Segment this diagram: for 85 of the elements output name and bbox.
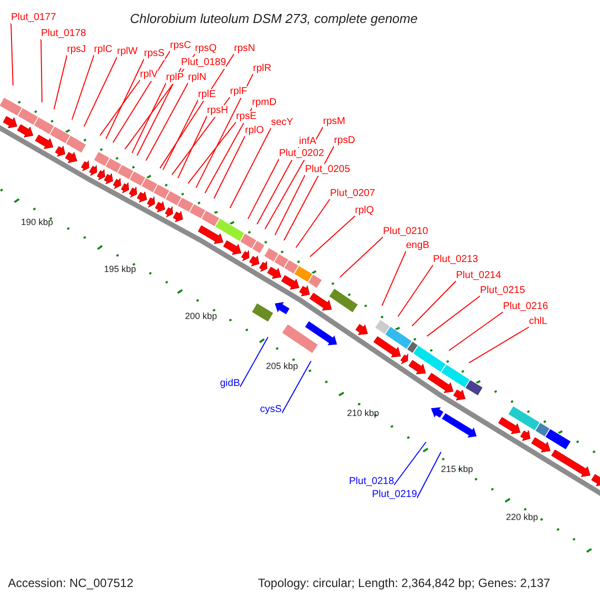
gene-label: rplW (117, 46, 138, 58)
gene-label: Plut_0207 (330, 188, 376, 200)
leader-line (100, 80, 140, 136)
gene-label: Plut_0218 (349, 476, 394, 488)
leader-line (382, 250, 406, 306)
leader-line (274, 174, 306, 236)
tick-label: 200 kbp (185, 310, 218, 323)
leader-line (340, 236, 384, 278)
gene-label: Plut_0213 (433, 254, 478, 266)
leader-line (248, 158, 280, 220)
leader-line (146, 82, 188, 162)
gene-label: rpsD (334, 135, 356, 147)
gene-label: Plut_0219 (372, 489, 418, 501)
diagram-title: Chlorobium luteolum DSM 273, complete genome (130, 10, 418, 28)
leader-line (416, 452, 442, 498)
gene-label: Plut_0202 (279, 148, 324, 160)
leader-line (40, 38, 42, 103)
gene-label: rpsC (170, 40, 192, 52)
gene-label: rplR (253, 63, 272, 75)
gene-label: gidB (220, 378, 240, 390)
tick-label: 190 kbp (21, 216, 54, 229)
leader-line (412, 280, 456, 326)
leader-line (448, 312, 504, 352)
leader-line (310, 216, 356, 258)
gene-label: rplO (245, 125, 264, 137)
tick-label: 205 kbp (266, 360, 298, 373)
gene-label: rpsE (236, 111, 257, 123)
gene-label: Plut_0214 (456, 270, 502, 282)
leader-line (282, 360, 312, 414)
gene-label: Plut_0178 (41, 28, 86, 40)
leader-line (204, 108, 252, 194)
leader-line (54, 54, 68, 110)
leader-line (296, 198, 330, 248)
gene-label: Plut_0205 (305, 164, 350, 176)
gene-label: rplF (230, 86, 248, 98)
gene-label: rpsS (144, 48, 165, 60)
leader-line (172, 96, 230, 176)
leader-line (136, 68, 182, 156)
leader-line (394, 442, 426, 486)
leader-line (188, 122, 236, 184)
gene-label: Plut_0215 (480, 285, 526, 297)
leader-line (72, 54, 94, 120)
gene-label: Plut_0177 (11, 12, 56, 24)
gene-label: Plut_0189 (181, 57, 226, 69)
leader-line (10, 22, 14, 86)
gene-label: secY (271, 117, 294, 129)
gene-label: engB (406, 240, 430, 252)
gene-label: rplN (188, 72, 206, 84)
gene-label: rpsJ (67, 44, 86, 56)
leader-line (106, 58, 144, 140)
gene-label: rplE (198, 89, 216, 101)
gene-label: rplC (94, 44, 112, 56)
leader-line (162, 100, 198, 170)
leader-line (426, 296, 480, 337)
leader-line (230, 128, 272, 208)
footer-text: Accession: NC_007512 (8, 575, 134, 592)
tick-label: 195 kbp (104, 263, 136, 276)
gene-label: cysS (260, 404, 282, 416)
leader-line (196, 74, 254, 188)
gene-label: rpsN (234, 43, 256, 55)
leader-line (84, 56, 118, 128)
tick-label: 210 kbp (347, 407, 380, 420)
leader-line (284, 146, 334, 241)
gene-label: rpsH (207, 105, 228, 117)
leader-line (160, 54, 234, 169)
gene-label: Plut_0210 (383, 226, 428, 238)
gene-label: chlL (529, 316, 548, 328)
leader-line (468, 326, 530, 364)
leader-line (132, 82, 166, 154)
leader-line (214, 136, 246, 199)
gene-label: rpsM (323, 116, 346, 128)
footer-text: Topology: circular; Length: 2,364,842 bp; Genes: 2,137 (258, 575, 550, 592)
tick-label: 220 kbp (506, 511, 538, 524)
leader-line (398, 264, 434, 317)
gene-label: rpsQ (195, 43, 217, 55)
leader-line (178, 116, 208, 178)
leader-line (240, 336, 268, 388)
gene-label: rpmD (252, 97, 276, 109)
gene-label: rplP (166, 72, 184, 84)
gene-label: Plut_0216 (503, 301, 548, 313)
gene-label: rplV (140, 69, 158, 81)
tick-label: 215 kbp (441, 463, 474, 476)
leader-line (112, 50, 170, 144)
gene-label: infA (299, 136, 316, 148)
gene-label: rplQ (355, 205, 374, 217)
